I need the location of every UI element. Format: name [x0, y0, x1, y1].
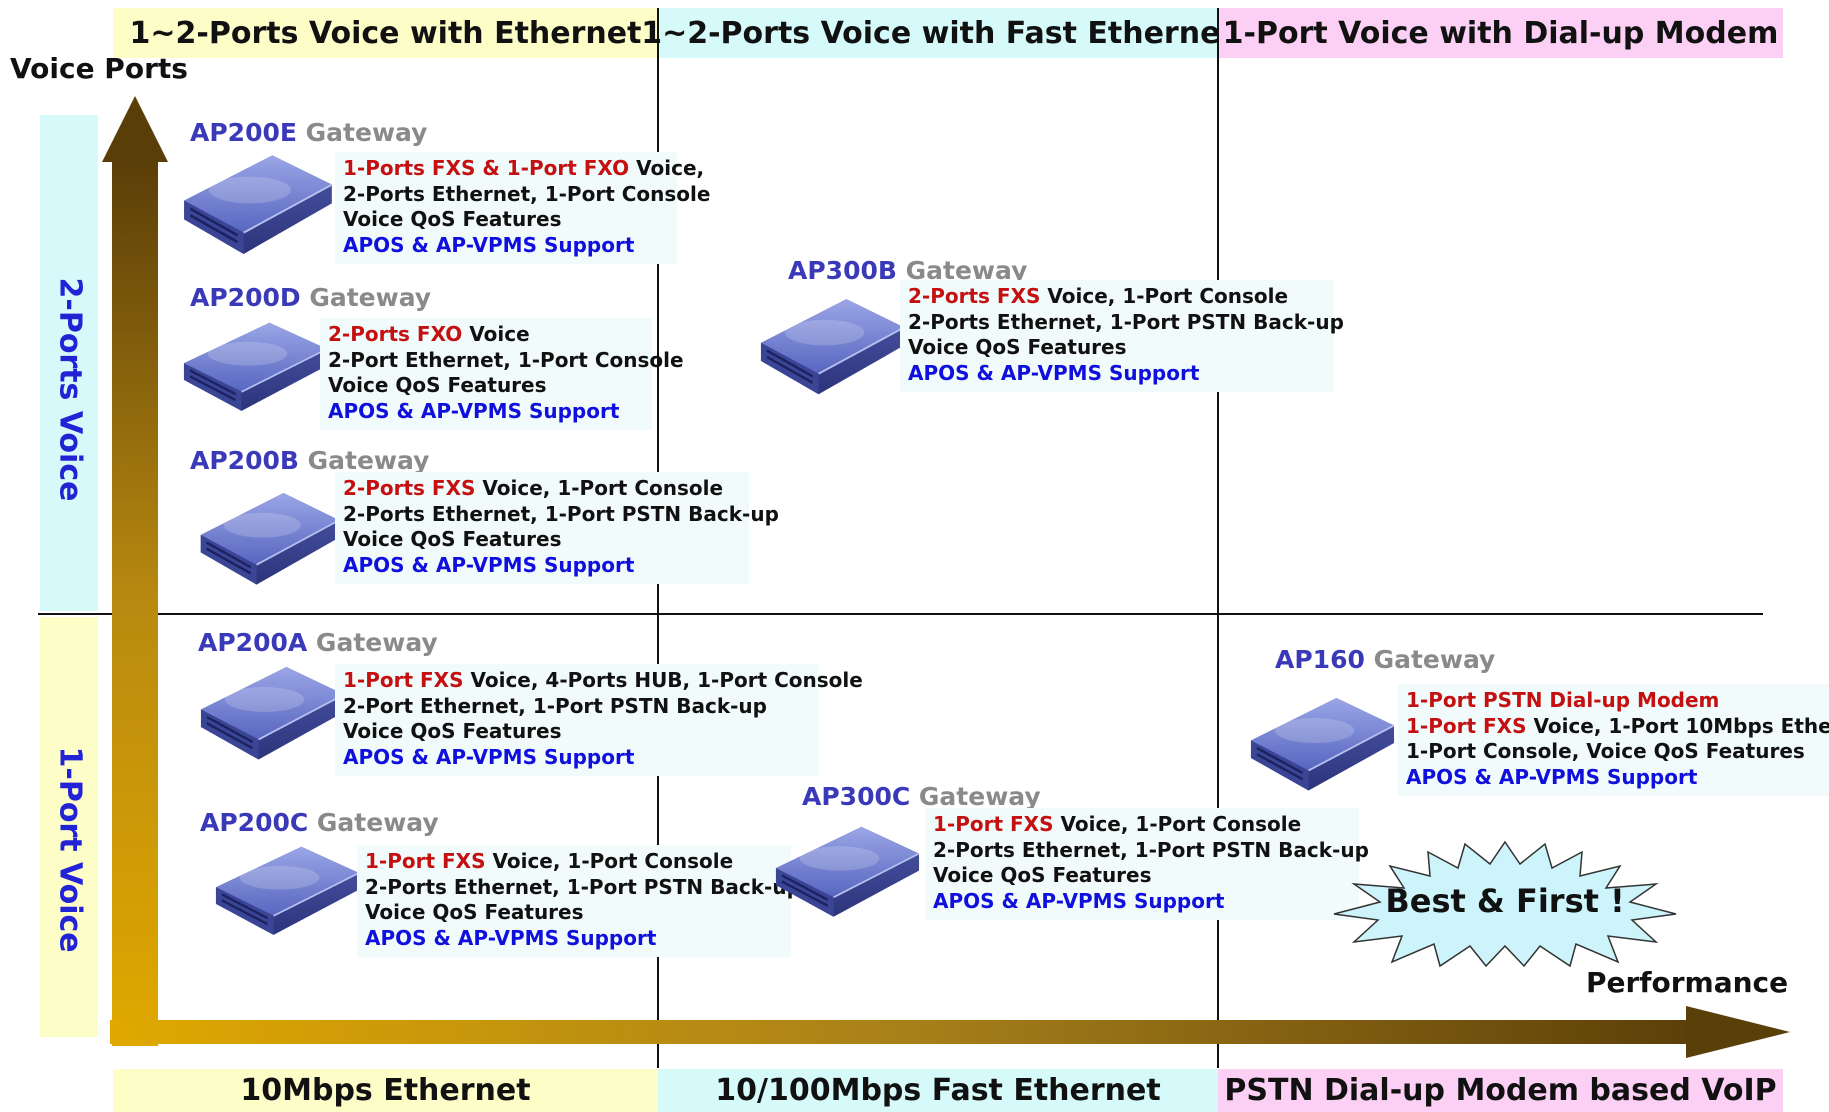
spec-line-1: 1-Port FXS Voice, 4-Ports HUB, 1-Port Co…: [343, 668, 863, 692]
spec-line-2: 2-Ports Ethernet, 1-Port Console: [343, 181, 711, 206]
x-axis-label: Performance: [1586, 966, 1789, 999]
footer-fast-ethernet: 10/100Mbps Fast Ethernet: [658, 1069, 1218, 1112]
spec-line-3: Voice QoS Features: [933, 863, 1152, 887]
spec-line-1: 2-Ports FXS Voice, 1-Port Console: [343, 476, 724, 500]
product-title-ap200b: AP200B Gateway: [190, 446, 429, 475]
model-suffix: Gateway: [307, 628, 438, 657]
model-suffix: Gateway: [296, 118, 428, 147]
spec-line-0: 1-Port PSTN Dial-up Modem: [1406, 688, 1720, 712]
spec-line-4: APOS & AP-VPMS Support: [1406, 764, 1698, 789]
model-name: AP300B: [788, 256, 897, 285]
spec-line-2: 2-Ports Ethernet, 1-Port PSTN Back-up: [908, 309, 1344, 334]
spec-line-2: 2-Ports Ethernet, 1-Port PSTN Back-up: [365, 874, 801, 899]
spec-line-3: Voice QoS Features: [365, 900, 584, 924]
spec-line-4: APOS & AP-VPMS Support: [365, 925, 657, 950]
model-suffix: Gateway: [1364, 645, 1496, 674]
product-title-ap200d: AP200D Gateway: [190, 283, 431, 312]
spec-box-ap200e: 1-Ports FXS & 1-Port FXO Voice, 2-Ports …: [335, 152, 711, 264]
spec-line-1: 1-Ports FXS & 1-Port FXO Voice,: [343, 156, 705, 180]
model-name: AP200A: [198, 628, 308, 657]
spec-line-2: 2-Port Ethernet, 1-Port Console: [328, 347, 684, 372]
model-name: AP200D: [190, 283, 301, 312]
burst-star-icon: [1333, 840, 1677, 968]
device-image-ap300b: [759, 297, 906, 396]
y-axis-label: Voice Ports: [10, 52, 188, 85]
model-name: AP300C: [802, 782, 911, 811]
spec-line-4: APOS & AP-VPMS Support: [343, 552, 635, 577]
spec-line-3: Voice QoS Features: [343, 719, 562, 743]
spec-line-1: 2-Ports FXO Voice: [328, 322, 530, 346]
x-axis-arrow: [110, 1006, 1790, 1058]
device-image-ap200c: [214, 845, 361, 937]
product-title-ap200c: AP200C Gateway: [200, 808, 439, 837]
model-suffix: Gateway: [308, 808, 439, 837]
band-2-ports: [40, 115, 98, 611]
spec-line-2: 1-Port Console, Voice QoS Features: [1406, 739, 1805, 763]
spec-box-ap200b: 2-Ports FXS Voice, 1-Port Console 2-Port…: [335, 472, 779, 584]
footer-dialup-modem: PSTN Dial-up Modem based VoIP: [1218, 1069, 1783, 1112]
y-axis-arrow: [102, 96, 168, 1046]
band-1-port: [40, 617, 98, 1037]
header-fast-ethernet: 1~2-Ports Voice with Fast Ethernet: [641, 8, 1235, 58]
device-image-ap200a: [199, 665, 346, 761]
best-first-burst: Best & First !: [1330, 838, 1680, 968]
spec-box-ap200a: 1-Port FXS Voice, 4-Ports HUB, 1-Port Co…: [335, 664, 863, 776]
spec-line-1: 1-Port FXS Voice, 1-Port Console: [933, 812, 1302, 836]
spec-box-ap160: 1-Port PSTN Dial-up Modem 1-Port FXS Voi…: [1398, 684, 1829, 796]
spec-box-ap200d: 2-Ports FXO Voice 2-Port Ethernet, 1-Por…: [320, 318, 684, 430]
spec-line-2: 2-Port Ethernet, 1-Port PSTN Back-up: [343, 693, 767, 718]
spec-line-1: 1-Port FXS Voice, 1-Port 10Mbps Ethernet: [1406, 713, 1829, 738]
label-1-port-voice: 1-Port Voice: [52, 746, 88, 953]
header-ethernet: 1~2-Ports Voice with Ethernet: [113, 8, 658, 58]
spec-line-3: Voice QoS Features: [908, 335, 1127, 359]
burst-label: Best & First !: [1385, 882, 1625, 920]
device-image-ap200e: [182, 153, 334, 256]
spec-line-4: APOS & AP-VPMS Support: [908, 360, 1200, 385]
spec-line-4: APOS & AP-VPMS Support: [343, 744, 635, 769]
device-image-ap200d: [182, 321, 329, 413]
device-image-ap200b: [199, 491, 341, 586]
label-2-ports-voice: 2-Ports Voice: [52, 277, 88, 502]
model-name: AP160: [1275, 645, 1365, 674]
divider-col-2: [1217, 8, 1219, 1068]
spec-line-3: Voice QoS Features: [343, 207, 562, 231]
product-title-ap160: AP160 Gateway: [1275, 645, 1495, 674]
spec-line-4: APOS & AP-VPMS Support: [933, 888, 1225, 913]
spec-line-3: Voice QoS Features: [328, 373, 547, 397]
header-dialup-modem: 1-Port Voice with Dial-up Modem: [1218, 8, 1783, 58]
spec-line-2: 2-Ports Ethernet, 1-Port PSTN Back-up: [933, 837, 1369, 862]
footer-ethernet: 10Mbps Ethernet: [113, 1069, 658, 1112]
spec-line-2: 2-Ports Ethernet, 1-Port PSTN Back-up: [343, 501, 779, 526]
spec-line-1: 1-Port FXS Voice, 1-Port Console: [365, 849, 734, 873]
product-title-ap200e: AP200E Gateway: [190, 118, 427, 147]
model-suffix: Gateway: [910, 782, 1041, 811]
spec-box-ap300b: 2-Ports FXS Voice, 1-Port Console 2-Port…: [900, 280, 1344, 392]
spec-box-ap300c: 1-Port FXS Voice, 1-Port Console 2-Ports…: [925, 808, 1369, 920]
model-name: AP200B: [190, 446, 299, 475]
model-name: AP200C: [200, 808, 309, 837]
spec-line-1: 2-Ports FXS Voice, 1-Port Console: [908, 284, 1289, 308]
model-name: AP200E: [190, 118, 297, 147]
model-suffix: Gateway: [298, 446, 430, 475]
divider-row: [38, 613, 1763, 615]
product-title-ap200a: AP200A Gateway: [198, 628, 438, 657]
product-title-ap300c: AP300C Gateway: [802, 782, 1041, 811]
spec-line-4: APOS & AP-VPMS Support: [328, 398, 620, 423]
device-image-ap300c: [774, 825, 921, 918]
device-image-ap160: [1249, 696, 1396, 792]
spec-box-ap200c: 1-Port FXS Voice, 1-Port Console 2-Ports…: [357, 845, 801, 957]
spec-line-4: APOS & AP-VPMS Support: [343, 232, 635, 257]
model-suffix: Gateway: [300, 283, 432, 312]
spec-line-3: Voice QoS Features: [343, 527, 562, 551]
